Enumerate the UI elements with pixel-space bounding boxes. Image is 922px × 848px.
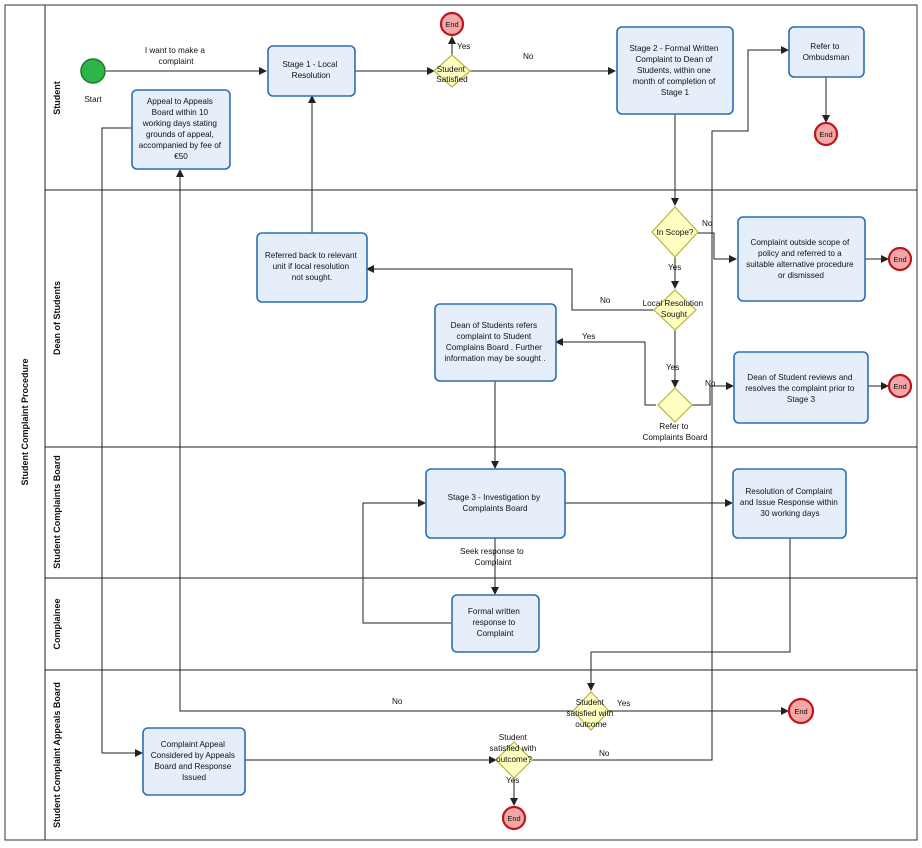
task-stage1-local-resolution	[267, 45, 356, 97]
end-event: End	[887, 373, 913, 399]
flow-label-seek-response: Seek response to Complaint	[460, 547, 526, 567]
task-formal-response-text: Formal written response to Complaint	[468, 607, 522, 638]
end-label: End	[819, 130, 832, 139]
lane-appeals-board: Student Complaint Appeals Board	[52, 682, 62, 828]
end-event: End	[501, 805, 527, 831]
flow-label-no: No	[705, 379, 716, 388]
end-label: End	[893, 382, 906, 391]
task-dean-refers	[434, 303, 557, 382]
lane-dean: Dean of Students	[52, 281, 62, 355]
lane-complainee: Complainee	[52, 598, 62, 649]
task-stage1-text: Stage 1 - Local Resolution	[282, 60, 339, 80]
task-resolution-text: Resolution of Complaint and Issue Respon…	[740, 487, 840, 518]
task-ombudsman-text: Refer to Ombudsman	[803, 42, 850, 62]
start-label: Start	[84, 95, 102, 104]
flow-label-yes: Yes	[506, 776, 519, 785]
gateway-local-resolution-label: Local Resolution Sought	[643, 299, 706, 319]
flow-label-no: No	[702, 219, 713, 228]
task-referred-back-text: Referred back to relevant unit if local …	[265, 251, 359, 282]
pool-border	[4, 4, 918, 841]
task-dean-reviews-text: Dean of Student reviews and resolves the…	[745, 373, 857, 404]
gateway-in-scope-label: In Scope?	[657, 228, 694, 237]
end-event: End	[813, 121, 839, 147]
lane-student: Student	[52, 81, 62, 115]
task-outside-scope-text: Complaint outside scope of policy and re…	[746, 238, 856, 280]
flow-response-to-stage3	[362, 499, 451, 624]
task-dean-refers-text: Dean of Students refers complaint to Stu…	[444, 321, 545, 363]
gateway-refer-board-label: Refer to Complaints Board	[642, 422, 708, 442]
lane-complaints-board: Student Complaints Board	[52, 455, 62, 569]
end-label: End	[507, 814, 520, 823]
flow-local-no	[366, 265, 655, 311]
start-event	[80, 58, 106, 84]
task-referred-back	[256, 232, 368, 303]
task-resolution	[732, 468, 847, 539]
task-stage2-text: Stage 2 - Formal Written Complaint to De…	[629, 44, 720, 97]
task-appeal-considered	[142, 727, 246, 796]
end-event: End	[787, 697, 815, 725]
flow-label-want-complaint: I want to make a complaint	[145, 46, 207, 66]
flow-label-yes: Yes	[457, 42, 470, 51]
flow-resolution-to-gateway	[587, 538, 791, 691]
task-outside-scope	[737, 216, 866, 302]
gateway-satisfied-outcome-2-label: Student satisfied with outcome?	[489, 733, 538, 764]
task-appeal-considered-text: Complaint Appeal Considered by Appeals B…	[151, 740, 238, 782]
flow-appeal-to-considered	[101, 127, 143, 757]
flow-inscope-no	[697, 232, 737, 263]
gateway-satisfied-outcome-2	[495, 741, 533, 779]
pool-title: Student Complaint Procedure	[20, 358, 30, 485]
gateway-refer-to-board	[657, 387, 693, 423]
flow-label-no: No	[600, 296, 611, 305]
gateway-in-scope	[651, 206, 699, 258]
task-stage3-investigation	[425, 468, 566, 539]
end-label: End	[794, 707, 807, 716]
task-stage2-formal-complaint	[616, 26, 734, 115]
task-refer-ombudsman	[788, 26, 865, 78]
flow-outcome-no	[176, 169, 573, 712]
task-appeal	[131, 89, 231, 170]
gateway-student-satisfied-label: Student Satisfied	[436, 65, 468, 84]
flow-label-no: No	[392, 697, 403, 706]
end-event: End	[439, 11, 465, 37]
task-stage3-text: Stage 3 - Investigation by Complaints Bo…	[448, 493, 543, 513]
end-event: End	[887, 246, 913, 272]
flow-label-yes: Yes	[582, 332, 595, 341]
task-formal-response	[451, 594, 540, 653]
gateway-satisfied-outcome	[572, 691, 610, 731]
task-appeal-text: Appeal to Appeals Board within 10 workin…	[139, 97, 224, 161]
flow-label-yes: Yes	[668, 263, 681, 272]
flow-label-yes: Yes	[666, 363, 679, 372]
flow-label-no: No	[599, 749, 610, 758]
end-label: End	[893, 255, 906, 264]
flow-refer-yes	[555, 338, 656, 406]
gateway-satisfied-outcome-label: Student satisfied with outcome	[566, 698, 615, 729]
flow-label-yes: Yes	[617, 699, 630, 708]
flow-refer-no	[692, 382, 734, 406]
gateway-student-satisfied	[433, 54, 471, 88]
gateway-local-resolution-sought	[653, 289, 697, 331]
flow-outcome2-no	[532, 46, 789, 761]
end-label: End	[445, 20, 458, 29]
task-dean-reviews	[733, 351, 869, 424]
flow-label-no: No	[523, 52, 534, 61]
